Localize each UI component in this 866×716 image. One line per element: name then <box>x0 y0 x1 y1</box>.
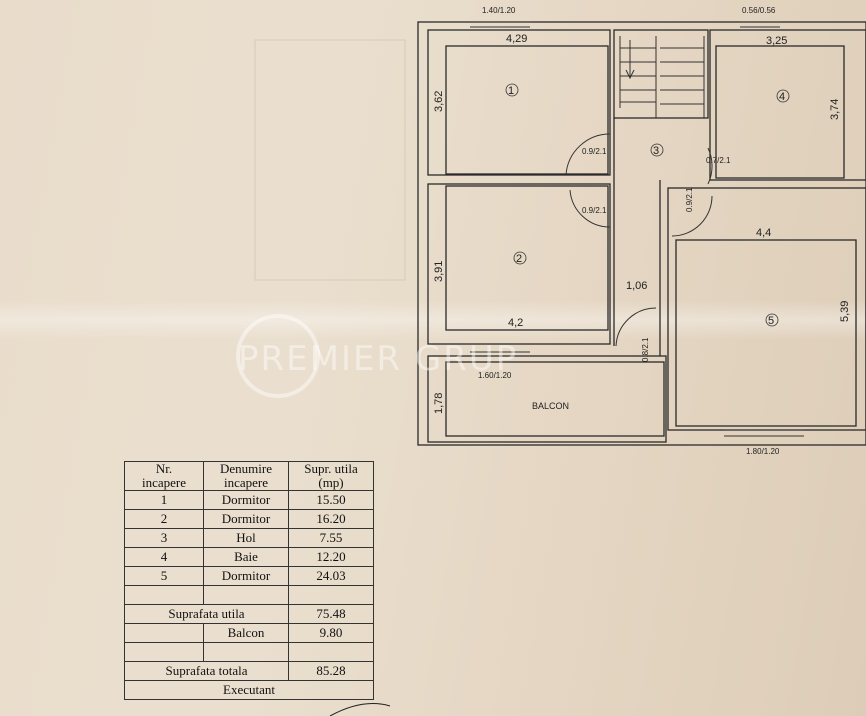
dim-hall-width: 1,06 <box>626 280 647 292</box>
room-4-label: 4 <box>779 91 785 103</box>
dim-r4-height: 3,74 <box>829 99 841 120</box>
paper-fold <box>0 300 866 340</box>
window-label-top-right: 0.56/0.56 <box>742 6 776 15</box>
windows <box>470 21 804 437</box>
useful-area-row: Suprafata utila 75.48 <box>124 604 374 624</box>
table-row: 1 Dormitor 15.50 <box>124 490 374 510</box>
table-spacer-row <box>124 642 374 662</box>
dim-r5-height: 5,39 <box>839 301 851 322</box>
watermark-logo <box>236 314 320 398</box>
door-label-2: 0.9/2.1 <box>582 206 607 215</box>
room-1-label: 1 <box>508 85 514 97</box>
dim-r1-width: 4,29 <box>506 33 527 45</box>
room-2-label: 2 <box>516 253 522 265</box>
door-label-1: 0.9/2.1 <box>582 147 607 156</box>
table-row: 3 Hol 7.55 <box>124 528 374 548</box>
watermark-text: PREMIER GRUP <box>238 339 518 379</box>
faint-sketch <box>254 39 406 281</box>
dim-r2-width: 4,2 <box>508 317 523 329</box>
window-label-top-left: 1.40/1.20 <box>482 6 516 15</box>
window-label-balcony: 1.60/1.20 <box>478 371 512 380</box>
table-row: 5 Dormitor 24.03 <box>124 566 374 586</box>
balcony-row: Balcon 9.80 <box>124 623 374 643</box>
table-row: 2 Dormitor 16.20 <box>124 509 374 529</box>
dim-r5-width: 4,4 <box>756 227 771 239</box>
header-area: Supr. utila(mp) <box>288 461 374 491</box>
balcony-label: BALCON <box>532 401 569 411</box>
total-area-row: Suprafata totala 85.28 <box>124 661 374 681</box>
table-row: 4 Baie 12.20 <box>124 547 374 567</box>
dim-r4-width: 3,25 <box>766 35 787 47</box>
room-3-label: 3 <box>653 145 659 157</box>
walls <box>417 21 866 446</box>
room-5-label: 5 <box>768 315 774 327</box>
dim-r1-height: 3,62 <box>433 91 445 112</box>
window-label-bottom: 1.80/1.20 <box>746 447 780 456</box>
room-circles <box>505 83 790 327</box>
door-swings <box>565 133 713 347</box>
dim-r2-height: 3,91 <box>433 261 445 282</box>
dim-balcony-height: 1,78 <box>433 393 445 414</box>
signature-mark <box>329 702 391 716</box>
table-spacer-row <box>124 585 374 605</box>
door-label-balcony: 0.8/2.1 <box>641 337 650 362</box>
header-nr: Nr.incapere <box>124 461 204 491</box>
staircase <box>619 36 705 118</box>
door-label-4: 0.7/2.1 <box>706 156 731 165</box>
executant-row: Executant <box>124 680 374 700</box>
door-label-5: 0.9/2.1 <box>685 187 694 212</box>
